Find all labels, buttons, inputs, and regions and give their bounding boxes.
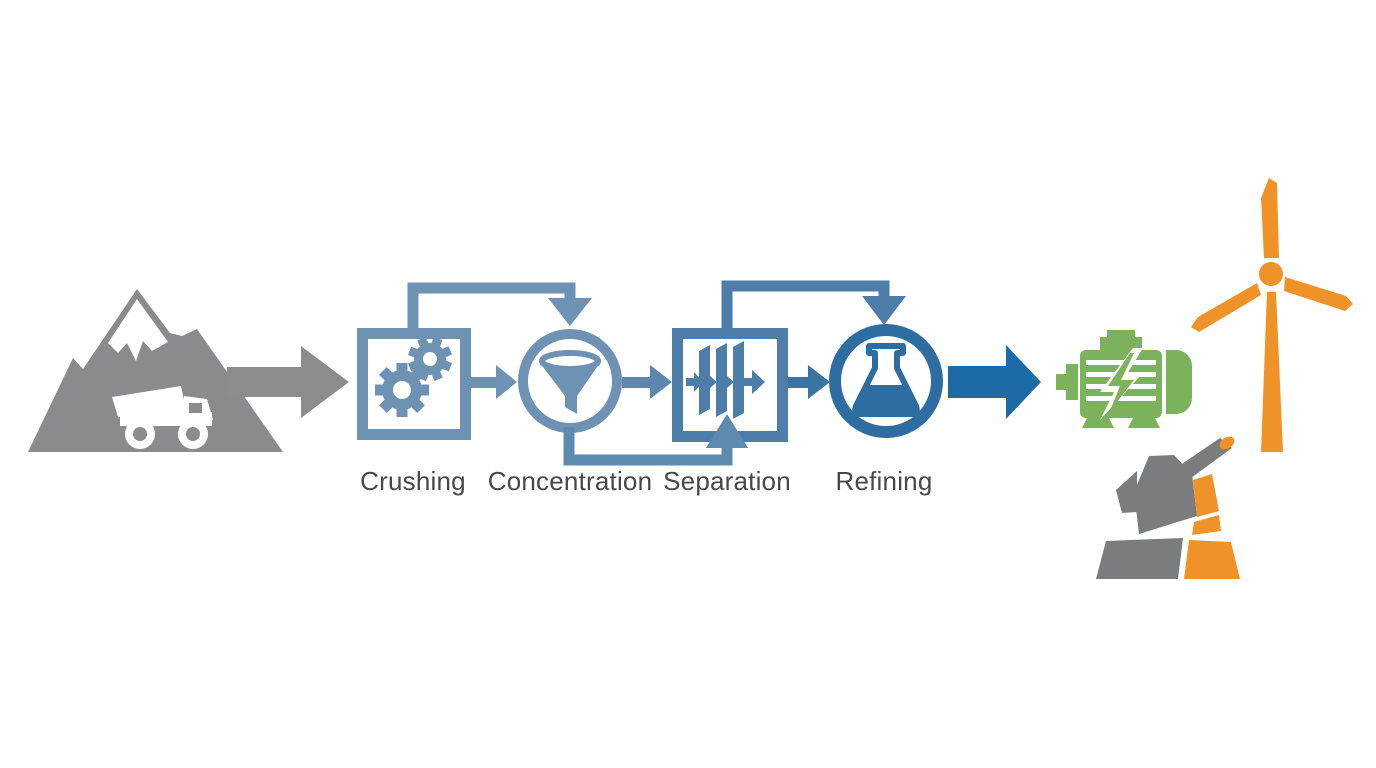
recycle-arrowhead-up bbox=[706, 414, 748, 448]
recycle-loop-top-1 bbox=[407, 282, 592, 334]
stage-arrow-3 bbox=[788, 365, 830, 399]
mountain-dump-truck-icon bbox=[28, 289, 283, 452]
wind-turbine-icon bbox=[1191, 178, 1353, 452]
input-arrow-icon bbox=[227, 346, 349, 418]
gears-icon bbox=[375, 336, 453, 417]
stage-arrow-2 bbox=[622, 365, 672, 399]
output-arrow-icon bbox=[948, 345, 1041, 419]
stage-label-concentration: Concentration bbox=[487, 466, 653, 496]
truck-window bbox=[189, 403, 202, 413]
mining-machine-icon bbox=[1096, 436, 1240, 579]
stage-label-separation: Separation bbox=[663, 466, 791, 496]
flask-icon bbox=[852, 343, 920, 417]
recycle-loop-top-2 bbox=[721, 280, 906, 334]
electric-motor-icon bbox=[1056, 330, 1192, 428]
stage-label-crushing: Crushing bbox=[360, 466, 466, 496]
filter-plates-icon bbox=[686, 341, 765, 419]
funnel-icon bbox=[539, 350, 601, 414]
stage-label-refining: Refining bbox=[835, 466, 933, 496]
stage-arrow-1 bbox=[469, 365, 517, 399]
